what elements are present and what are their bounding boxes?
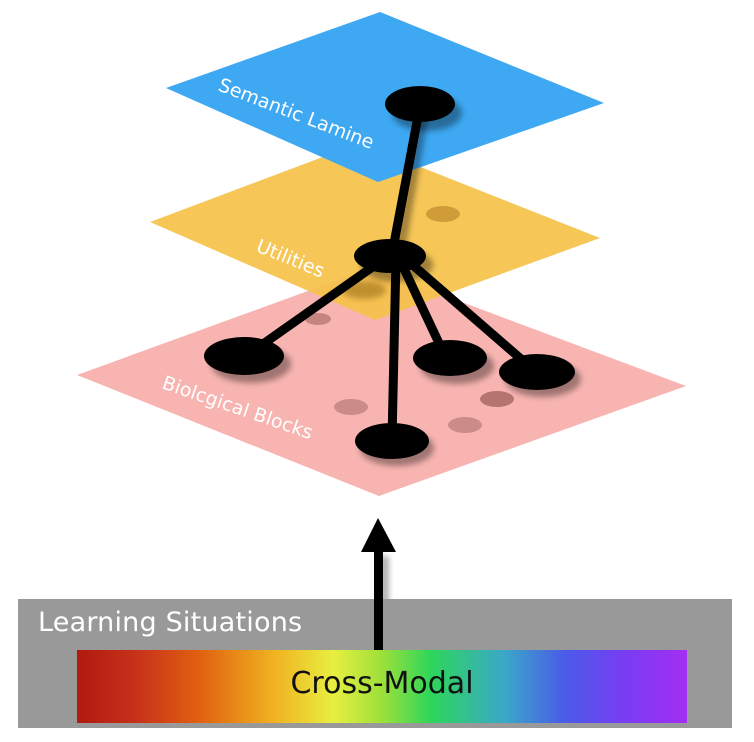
cross-modal-spectrum-bar: Cross-Modal [77,650,687,723]
utilities-plane [150,143,600,320]
utilities-node [354,239,426,273]
edge-semantic-to-utilities [387,101,425,259]
network-edges-shadow [393,111,429,263]
semantic-lamine-plane [166,12,604,182]
biological-node-bottom [355,423,429,459]
biological-node-left [204,337,284,375]
biological-shadow-dot [480,391,514,407]
utilities-shadow-dot [426,206,460,222]
biological-node-mid [413,340,487,376]
learning-situations-panel: Learning Situations Cross-Modal [18,599,732,728]
biological-shadow-dot [334,399,368,415]
edge-utilities-to-left-block [241,251,393,361]
biological-shadow-dot [448,417,482,433]
edge-utilities-to-bottom-block [387,253,401,445]
semantic-node [385,86,455,122]
biological-node-right [499,354,575,390]
biological-blocks-plane [77,268,686,496]
network-nodes [204,86,575,459]
cross-modal-label: Cross-Modal [290,666,474,701]
learning-situations-label: Learning Situations [38,607,303,638]
biological-shadow-dot [305,313,331,325]
